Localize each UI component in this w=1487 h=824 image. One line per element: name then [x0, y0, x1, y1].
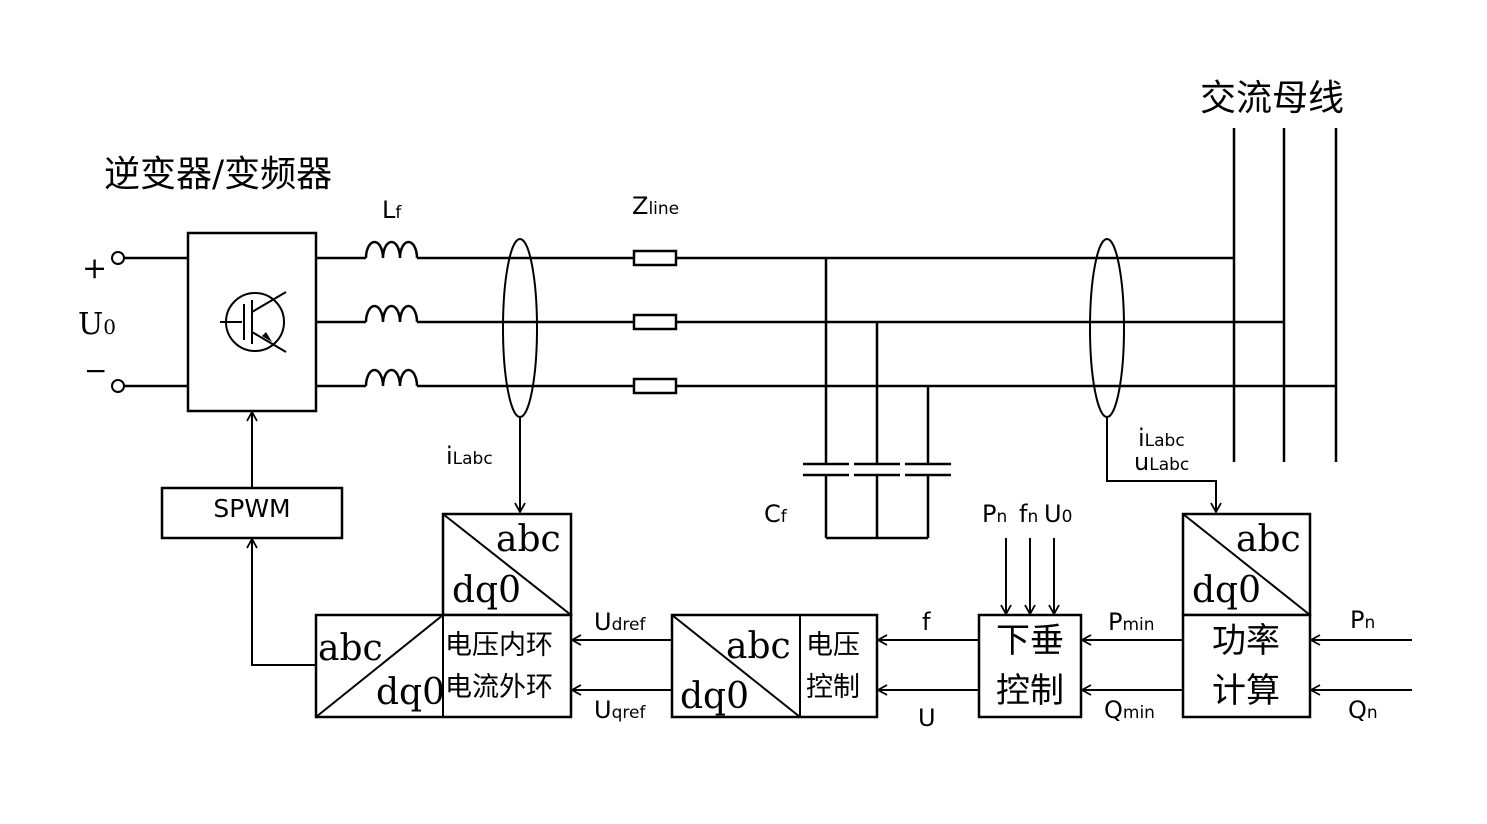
voltage-control-label-2: 控制: [806, 672, 860, 703]
droop-label-1: 下垂: [996, 621, 1064, 661]
qmin-label: Qmin: [1104, 696, 1155, 724]
filter-capacitors: [803, 258, 951, 540]
right-current-label: iLabc: [1138, 424, 1185, 452]
udref-label: Udref: [594, 608, 646, 636]
igbt-icon: [220, 291, 287, 353]
qn-input-label: Qn: [1348, 696, 1378, 724]
svg-text:dq0: dq0: [1192, 570, 1261, 611]
svg-text:dq0: dq0: [376, 672, 445, 713]
line-impedances: [632, 249, 678, 395]
power-calc-label-1: 功率: [1212, 621, 1280, 661]
ac-bus-title: 交流母线: [1200, 78, 1344, 119]
source-minus-label: −: [84, 354, 107, 387]
line-impedance-label: Zline: [632, 192, 679, 220]
left-current-label: iLabc: [446, 442, 493, 470]
source-voltage-label: U0: [78, 307, 116, 342]
source-plus-label: +: [82, 251, 107, 286]
uqref-label: Uqref: [594, 696, 646, 724]
inverter-block: [186, 231, 318, 413]
power-calc-label-2: 计算: [1212, 671, 1280, 711]
droop-pn-label: Pn: [982, 500, 1007, 528]
current-outer-loop-label: 电流外环: [445, 672, 553, 703]
droop-u0-label: U0: [1044, 500, 1072, 528]
pn-input-label: Pn: [1350, 606, 1375, 634]
signal-arrows: [570, 538, 1412, 696]
spwm-block: SPWM: [160, 486, 344, 540]
capacitor-label: Cf: [764, 500, 788, 528]
droop-control-block: 下垂 控制: [977, 613, 1083, 719]
voltage-control-block: abc dq0 电压 控制: [670, 613, 879, 719]
dc-source: + U0 −: [78, 251, 188, 393]
voltage-control-label-1: 电压: [806, 630, 860, 661]
voltage-inner-loop-label: 电压内环: [445, 630, 553, 661]
power-calculation-block: abc dq0 功率 计算: [1181, 512, 1312, 719]
svg-text:dq0: dq0: [452, 570, 521, 611]
right-voltage-label: uLabc: [1134, 448, 1189, 476]
current-sensor-right: [1089, 238, 1125, 418]
droop-label-2: 控制: [996, 671, 1064, 711]
abc-dq0-transform-measure-left: abc dq0: [441, 512, 573, 617]
plus-terminal: [111, 251, 125, 265]
inductor-label: Lf: [382, 196, 402, 224]
inverter-title: 逆变器/变频器: [104, 154, 332, 195]
ac-bus: [1232, 128, 1338, 462]
svg-text:dq0: dq0: [680, 676, 749, 717]
svg-text:abc: abc: [496, 519, 561, 560]
frequency-label: f: [922, 608, 931, 636]
voltage-label: U: [918, 704, 936, 732]
minus-terminal: [111, 379, 125, 393]
svg-text:abc: abc: [726, 626, 791, 667]
current-sensor-left: [502, 238, 538, 418]
spwm-label: SPWM: [213, 494, 290, 523]
pmin-label: Pmin: [1108, 608, 1155, 636]
svg-text:abc: abc: [318, 628, 383, 669]
phase-lines: [316, 240, 1336, 388]
svg-text:abc: abc: [1236, 519, 1301, 560]
droop-fn-label: fn: [1019, 500, 1038, 528]
inner-outer-loop-block: abc dq0 电压内环 电流外环: [314, 613, 573, 719]
